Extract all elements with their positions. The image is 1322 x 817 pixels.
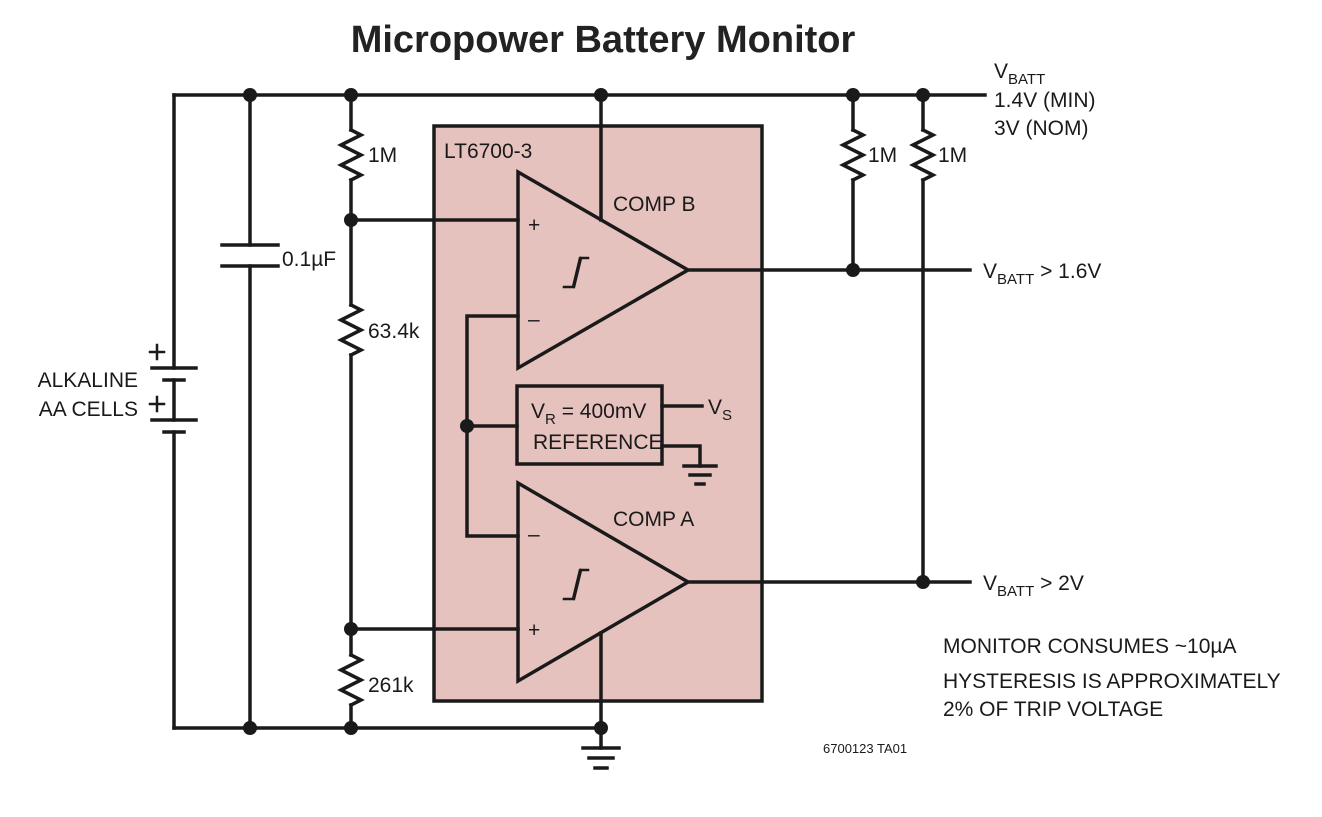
divider-resistor-top — [337, 93, 365, 307]
comp-b-plus-sign: + — [528, 214, 540, 237]
diagram-title: Micropower Battery Monitor — [351, 19, 856, 61]
comp-b-hysteresis-icon — [562, 256, 590, 289]
output-b-label: VBATT > 1.6V — [983, 260, 1101, 288]
reference-block — [515, 384, 664, 466]
comparator-a — [516, 479, 692, 685]
divider-resistor-mid — [337, 302, 365, 657]
ic-name-label: LT6700-3 — [444, 140, 532, 163]
figure-code: 6700123 TA01 — [823, 741, 907, 756]
comp-a-plus-sign: + — [528, 619, 540, 642]
note-hysteresis-line1: HYSTERESIS IS APPROXIMATELY — [943, 670, 1281, 693]
pullup-resistor-a — [909, 93, 937, 584]
divider-resistor-bottom — [337, 652, 365, 730]
comp-b-label: COMP B — [613, 193, 695, 216]
note-consumption: MONITOR CONSUMES ~10µA — [943, 635, 1237, 658]
output-a-label: VBATT > 2V — [983, 572, 1084, 600]
resistor-1m-label: 1M — [368, 144, 397, 167]
reference-voltage-label: VR = 400mV — [531, 400, 646, 428]
capacitor-label: 0.1µF — [282, 248, 336, 271]
resistor-261k-label: 261k — [368, 674, 414, 697]
comp-a-label: COMP A — [613, 508, 694, 531]
reference-ground-icon — [660, 444, 718, 486]
pullup-a-label: 1M — [938, 144, 967, 167]
pullup-b-label: 1M — [868, 144, 897, 167]
vbatt-min-label: 1.4V (MIN) — [994, 89, 1096, 112]
pullup-resistor-b — [839, 93, 867, 272]
reference-name-label: REFERENCE — [533, 431, 663, 454]
battery-label-line1: ALKALINE — [38, 369, 138, 392]
vbatt-label: VBATT — [994, 60, 1045, 88]
capacitor-symbol — [220, 93, 280, 730]
comp-a-hysteresis-icon — [562, 568, 590, 601]
comparator-b — [516, 168, 692, 372]
resistor-63k-label: 63.4k — [368, 320, 420, 343]
ic-body — [432, 124, 764, 703]
battery-symbol — [148, 343, 198, 434]
comp-b-minus-sign: – — [528, 308, 540, 331]
junction-dots — [243, 88, 930, 735]
vbatt-nom-label: 3V (NOM) — [994, 117, 1089, 140]
vs-label: VS — [708, 396, 732, 424]
battery-label-line2: AA CELLS — [39, 398, 138, 421]
note-hysteresis-line2: 2% OF TRIP VOLTAGE — [943, 698, 1163, 721]
comp-a-minus-sign: – — [528, 523, 540, 546]
main-ground-icon — [581, 746, 621, 770]
